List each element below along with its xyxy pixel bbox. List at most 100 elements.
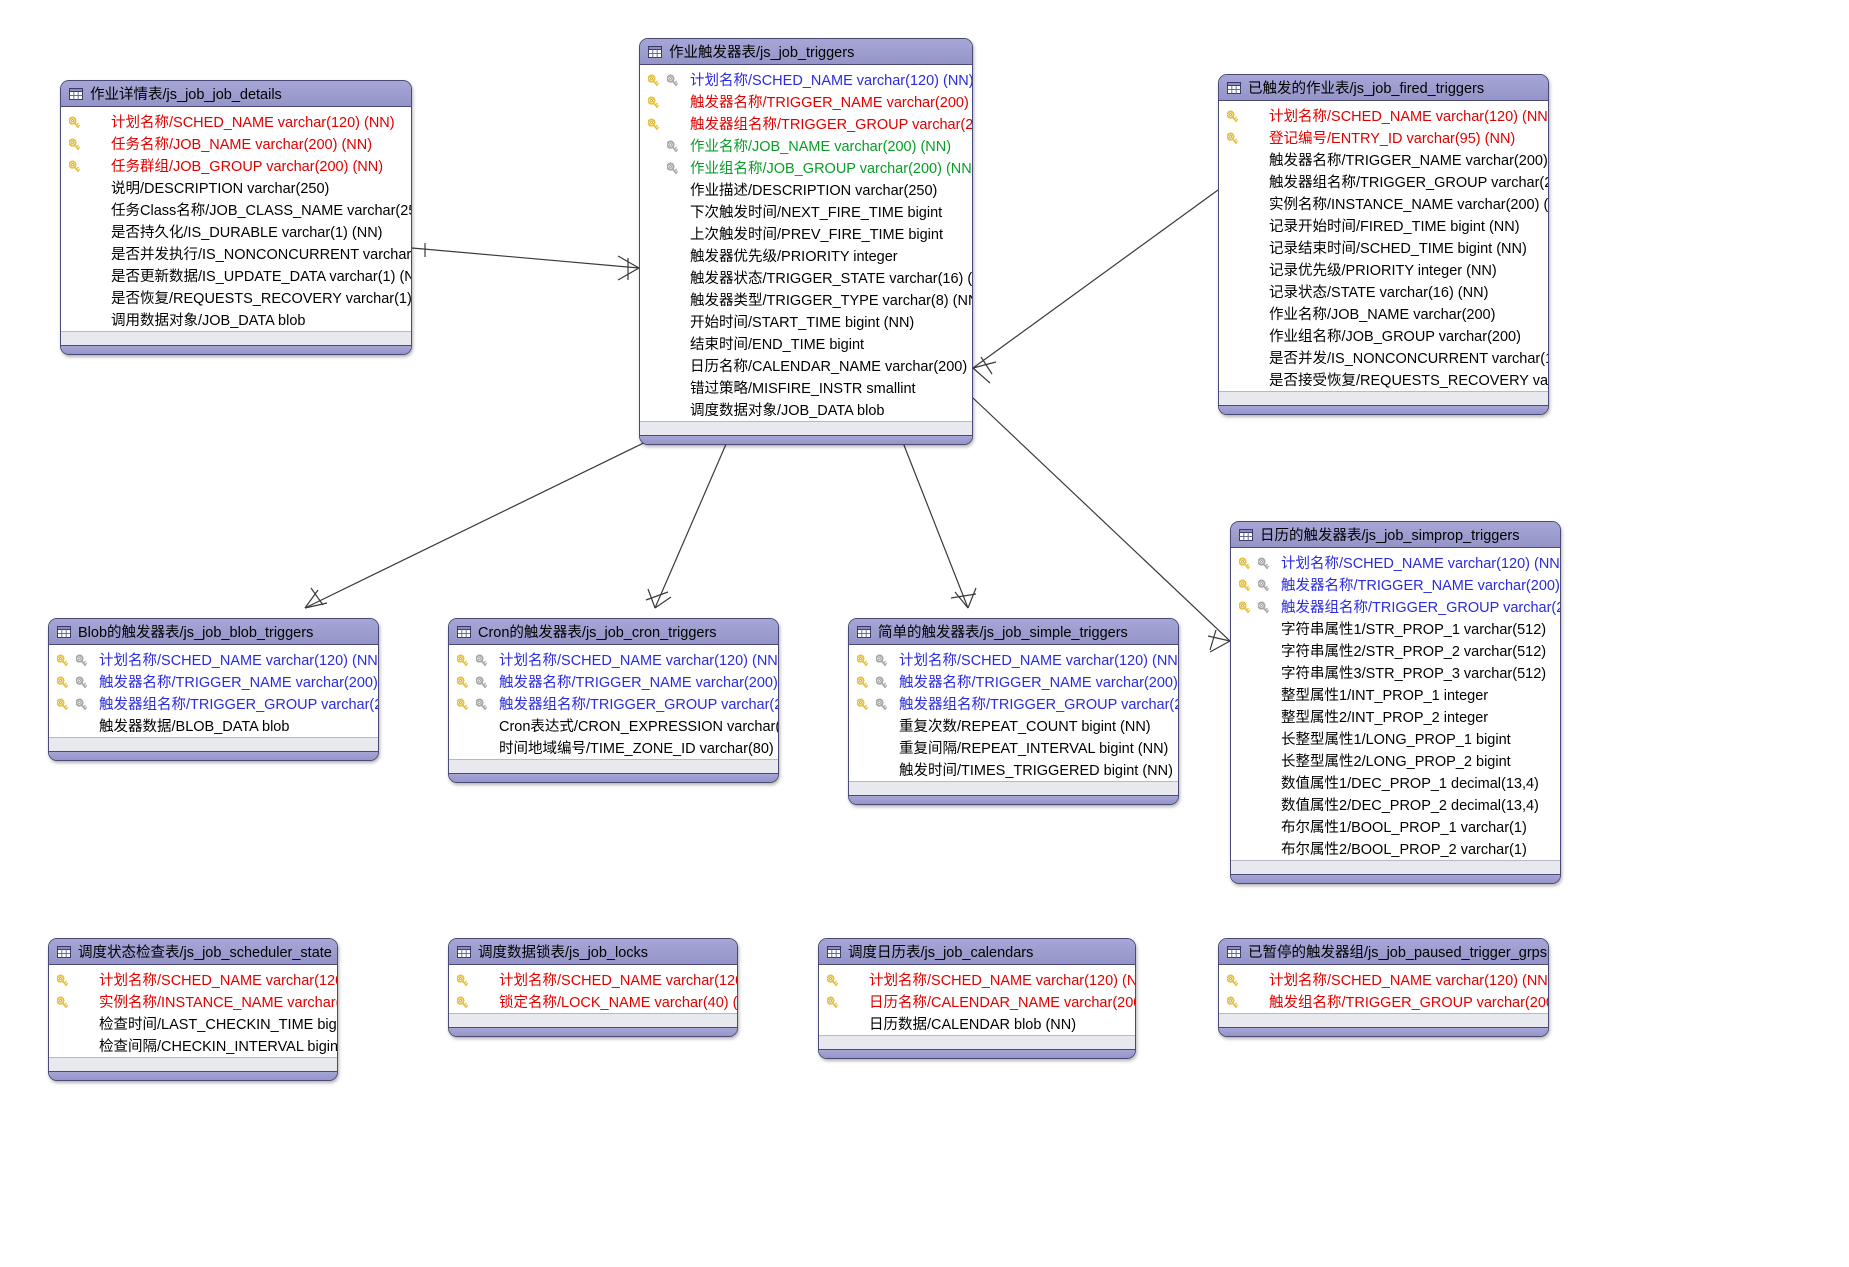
entity-header-job_details[interactable]: 作业详情表/js_job_job_details [61,81,411,107]
entity-fired_triggers[interactable]: 已触发的作业表/js_job_fired_triggers 计划名称/SCHED_… [1218,74,1549,415]
attribute-row[interactable]: 作业组名称/JOB_GROUP varchar(200) [1219,324,1548,346]
entity-simprop_triggers[interactable]: 日历的触发器表/js_job_simprop_triggers 计划名称/SCHE… [1230,521,1561,884]
attribute-row[interactable]: 实例名称/INSTANCE_NAME varchar(200) (NN) [49,990,337,1012]
attribute-row[interactable]: 字符串属性2/STR_PROP_2 varchar(512) [1231,639,1560,661]
attribute-row[interactable]: 下次触发时间/NEXT_FIRE_TIME bigint [640,200,972,222]
attribute-row[interactable]: 检查间隔/CHECKIN_INTERVAL bigint (NN) [49,1034,337,1056]
attribute-row[interactable]: 长整型属性1/LONG_PROP_1 bigint [1231,727,1560,749]
attribute-row[interactable]: 触发器名称/TRIGGER_NAME varchar(200) (NN) [640,90,972,112]
entity-job_details[interactable]: 作业详情表/js_job_job_details 计划名称/SCHED_NAME … [60,80,412,355]
attribute-row[interactable]: 开始时间/START_TIME bigint (NN) [640,310,972,332]
attribute-row[interactable]: 触发器组名称/TRIGGER_GROUP varchar(200) (NN) [449,692,778,714]
attribute-row[interactable]: 是否更新数据/IS_UPDATE_DATA varchar(1) (NN) [61,264,411,286]
entity-header-locks[interactable]: 调度数据锁表/js_job_locks [449,939,737,965]
attribute-row[interactable]: 计划名称/SCHED_NAME varchar(120) (NN) [49,968,337,990]
attribute-row[interactable]: 记录状态/STATE varchar(16) (NN) [1219,280,1548,302]
attribute-row[interactable]: 计划名称/SCHED_NAME varchar(120) (NN) [1231,551,1560,573]
attribute-row[interactable]: 触发器名称/TRIGGER_NAME varchar(200) (NN) [449,670,778,692]
attribute-row[interactable]: 触发器组名称/TRIGGER_GROUP varchar(200) (NN) [640,112,972,134]
attribute-row[interactable]: 锁定名称/LOCK_NAME varchar(40) (NN) [449,990,737,1012]
attribute-row[interactable]: 日历名称/CALENDAR_NAME varchar(200) (NN) [819,990,1135,1012]
attribute-row[interactable]: 日历数据/CALENDAR blob (NN) [819,1012,1135,1034]
attribute-row[interactable]: 触发时间/TIMES_TRIGGERED bigint (NN) [849,758,1178,780]
attribute-row[interactable]: 任务群组/JOB_GROUP varchar(200) (NN) [61,154,411,176]
entity-header-blob_triggers[interactable]: Blob的触发器表/js_job_blob_triggers [49,619,378,645]
entity-locks[interactable]: 调度数据锁表/js_job_locks 计划名称/SCHED_NAME varch… [448,938,738,1037]
attribute-row[interactable]: 上次触发时间/PREV_FIRE_TIME bigint [640,222,972,244]
entity-blob_triggers[interactable]: Blob的触发器表/js_job_blob_triggers 计划名称/SCHED… [48,618,379,761]
attribute-row[interactable]: Cron表达式/CRON_EXPRESSION varchar(120) (NN… [449,714,778,736]
attribute-row[interactable]: 计划名称/SCHED_NAME varchar(120) (NN) [1219,104,1548,126]
attribute-row[interactable]: 任务名称/JOB_NAME varchar(200) (NN) [61,132,411,154]
entity-header-triggers[interactable]: 作业触发器表/js_job_triggers [640,39,972,65]
entity-calendars[interactable]: 调度日历表/js_job_calendars 计划名称/SCHED_NAME va… [818,938,1136,1059]
entity-cron_triggers[interactable]: Cron的触发器表/js_job_cron_triggers 计划名称/SCHED… [448,618,779,783]
attribute-row[interactable]: 布尔属性2/BOOL_PROP_2 varchar(1) [1231,837,1560,859]
attribute-row[interactable]: 作业描述/DESCRIPTION varchar(250) [640,178,972,200]
attribute-row[interactable]: 日历名称/CALENDAR_NAME varchar(200) [640,354,972,376]
entity-header-simple_triggers[interactable]: 简单的触发器表/js_job_simple_triggers [849,619,1178,645]
attribute-row[interactable]: 触发器组名称/TRIGGER_GROUP varchar(200) (NN) [849,692,1178,714]
attribute-row[interactable]: 数值属性1/DEC_PROP_1 decimal(13,4) [1231,771,1560,793]
attribute-row[interactable]: 触发器名称/TRIGGER_NAME varchar(200) (NN) [1231,573,1560,595]
attribute-row[interactable]: 触发器数据/BLOB_DATA blob [49,714,378,736]
attribute-row[interactable]: 重复次数/REPEAT_COUNT bigint (NN) [849,714,1178,736]
entity-paused_trigger_grps[interactable]: 已暂停的触发器组/js_job_paused_trigger_grps 计划名称/… [1218,938,1549,1037]
attribute-row[interactable]: 是否持久化/IS_DURABLE varchar(1) (NN) [61,220,411,242]
attribute-row[interactable]: 登记编号/ENTRY_ID varchar(95) (NN) [1219,126,1548,148]
attribute-row[interactable]: 是否并发/IS_NONCONCURRENT varchar(1) [1219,346,1548,368]
attribute-row[interactable]: 触发器组名称/TRIGGER_GROUP varchar(200) (NN) [1219,170,1548,192]
attribute-row[interactable]: 触发器组名称/TRIGGER_GROUP varchar(200) (NN) [49,692,378,714]
attribute-row[interactable]: 触发器优先级/PRIORITY integer [640,244,972,266]
attribute-row[interactable]: 整型属性1/INT_PROP_1 integer [1231,683,1560,705]
attribute-row[interactable]: 触发器名称/TRIGGER_NAME varchar(200) (NN) [849,670,1178,692]
attribute-row[interactable]: 重复间隔/REPEAT_INTERVAL bigint (NN) [849,736,1178,758]
attribute-row[interactable]: 说明/DESCRIPTION varchar(250) [61,176,411,198]
attribute-row[interactable]: 布尔属性1/BOOL_PROP_1 varchar(1) [1231,815,1560,837]
attribute-row[interactable]: 结束时间/END_TIME bigint [640,332,972,354]
entity-header-cron_triggers[interactable]: Cron的触发器表/js_job_cron_triggers [449,619,778,645]
attribute-row[interactable]: 作业名称/JOB_NAME varchar(200) [1219,302,1548,324]
attribute-row[interactable]: 任务Class名称/JOB_CLASS_NAME varchar(250) (N… [61,198,411,220]
entity-triggers[interactable]: 作业触发器表/js_job_triggers 计划名称/SCHED_NAME va… [639,38,973,445]
attribute-row[interactable]: 实例名称/INSTANCE_NAME varchar(200) (NN) [1219,192,1548,214]
entity-header-scheduler_state[interactable]: 调度状态检查表/js_job_scheduler_state [49,939,337,965]
attribute-row[interactable]: 计划名称/SCHED_NAME varchar(120) (NN) [449,968,737,990]
attribute-row[interactable]: 计划名称/SCHED_NAME varchar(120) (NN) [819,968,1135,990]
attribute-row[interactable]: 记录结束时间/SCHED_TIME bigint (NN) [1219,236,1548,258]
attribute-row[interactable]: 调用数据对象/JOB_DATA blob [61,308,411,330]
attribute-row[interactable]: 字符串属性1/STR_PROP_1 varchar(512) [1231,617,1560,639]
attribute-row[interactable]: 字符串属性3/STR_PROP_3 varchar(512) [1231,661,1560,683]
attribute-row[interactable]: 检查时间/LAST_CHECKIN_TIME bigint (NN) [49,1012,337,1034]
entity-header-simprop_triggers[interactable]: 日历的触发器表/js_job_simprop_triggers [1231,522,1560,548]
attribute-row[interactable]: 触发器状态/TRIGGER_STATE varchar(16) (NN) [640,266,972,288]
attribute-row[interactable]: 作业组名称/JOB_GROUP varchar(200) (NN) [640,156,972,178]
attribute-row[interactable]: 整型属性2/INT_PROP_2 integer [1231,705,1560,727]
attribute-row[interactable]: 计划名称/SCHED_NAME varchar(120) (NN) [449,648,778,670]
attribute-row[interactable]: 触发器类型/TRIGGER_TYPE varchar(8) (NN) [640,288,972,310]
attribute-row[interactable]: 记录开始时间/FIRED_TIME bigint (NN) [1219,214,1548,236]
attribute-row[interactable]: 长整型属性2/LONG_PROP_2 bigint [1231,749,1560,771]
entity-simple_triggers[interactable]: 简单的触发器表/js_job_simple_triggers 计划名称/SCHED… [848,618,1179,805]
attribute-row[interactable]: 调度数据对象/JOB_DATA blob [640,398,972,420]
attribute-row[interactable]: 计划名称/SCHED_NAME varchar(120) (NN) [640,68,972,90]
attribute-row[interactable]: 计划名称/SCHED_NAME varchar(120) (NN) [49,648,378,670]
attribute-row[interactable]: 是否恢复/REQUESTS_RECOVERY varchar(1) (NN) [61,286,411,308]
attribute-row[interactable]: 计划名称/SCHED_NAME varchar(120) (NN) [61,110,411,132]
attribute-row[interactable]: 是否并发执行/IS_NONCONCURRENT varchar(1) (NN) [61,242,411,264]
attribute-row[interactable]: 触发器名称/TRIGGER_NAME varchar(200) (NN) [49,670,378,692]
entity-scheduler_state[interactable]: 调度状态检查表/js_job_scheduler_state 计划名称/SCHED… [48,938,338,1081]
entity-header-fired_triggers[interactable]: 已触发的作业表/js_job_fired_triggers [1219,75,1548,101]
attribute-row[interactable]: 计划名称/SCHED_NAME varchar(120) (NN) [849,648,1178,670]
attribute-row[interactable]: 是否接受恢复/REQUESTS_RECOVERY varchar(1) [1219,368,1548,390]
attribute-row[interactable]: 计划名称/SCHED_NAME varchar(120) (NN) [1219,968,1548,990]
attribute-row[interactable]: 错过策略/MISFIRE_INSTR smallint [640,376,972,398]
entity-header-calendars[interactable]: 调度日历表/js_job_calendars [819,939,1135,965]
attribute-row[interactable]: 记录优先级/PRIORITY integer (NN) [1219,258,1548,280]
attribute-row[interactable]: 数值属性2/DEC_PROP_2 decimal(13,4) [1231,793,1560,815]
attribute-row[interactable]: 时间地域编号/TIME_ZONE_ID varchar(80) [449,736,778,758]
attribute-row[interactable]: 触发器名称/TRIGGER_NAME varchar(200) (NN) [1219,148,1548,170]
attribute-row[interactable]: 触发组名称/TRIGGER_GROUP varchar(200) (NN) [1219,990,1548,1012]
entity-header-paused_trigger_grps[interactable]: 已暂停的触发器组/js_job_paused_trigger_grps [1219,939,1548,965]
attribute-row[interactable]: 作业名称/JOB_NAME varchar(200) (NN) [640,134,972,156]
